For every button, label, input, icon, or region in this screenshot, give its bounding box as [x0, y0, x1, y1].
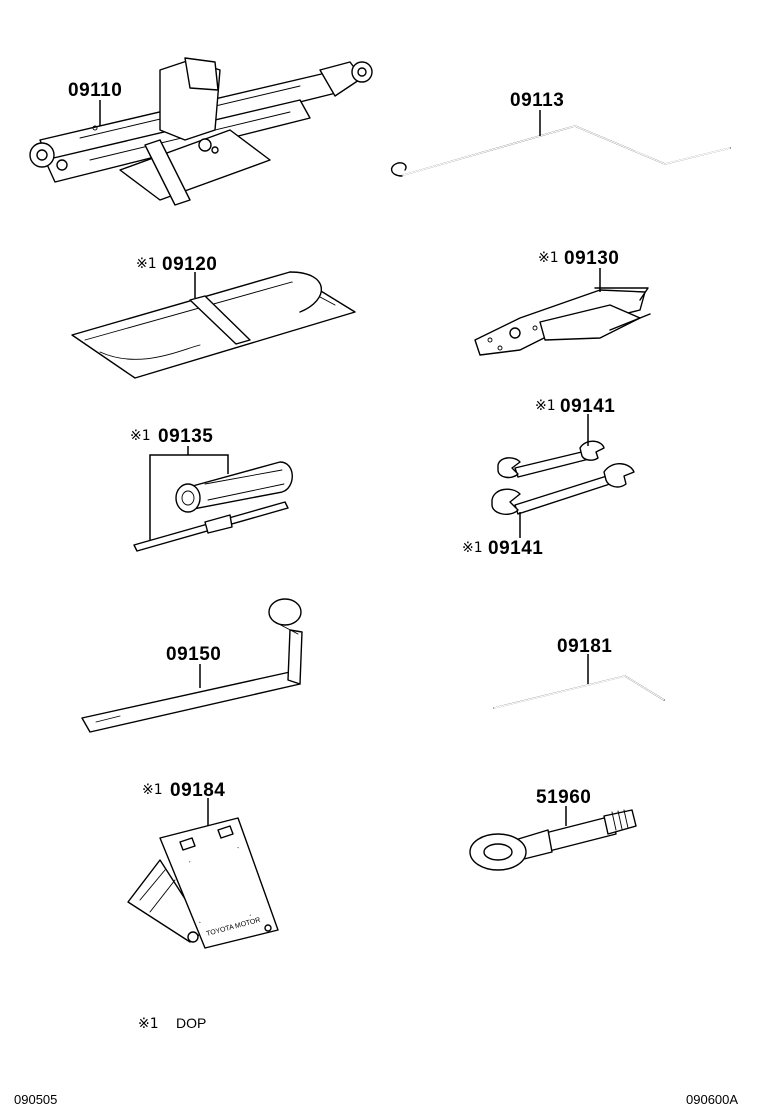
jack-illustration: [29, 57, 373, 206]
dop-mark-pliers: ※1: [538, 250, 559, 266]
footnote-text: DOP: [176, 1015, 206, 1031]
part-number-towing-eye: 51960: [536, 787, 591, 808]
part-number-wrench-upper: 09141: [560, 396, 615, 417]
screwdriver-illustration: [133, 461, 293, 552]
dop-mark-tool-bag: ※1: [136, 256, 157, 272]
footer-right-code: 090600A: [686, 1092, 738, 1107]
part-number-tool-bag: 09120: [162, 254, 217, 275]
part-number-jack: 09110: [68, 80, 122, 101]
part-number-screwdriver: 09135: [158, 426, 213, 447]
dop-mark-screwdriver: ※1: [130, 428, 151, 444]
dop-mark-wrench-lower: ※1: [462, 540, 483, 556]
part-number-hex-wrench: 09181: [557, 636, 612, 657]
pliers-illustration: [474, 287, 651, 356]
part-number-wheel-nut-wrench: 09150: [166, 644, 221, 665]
wheel-nut-wrench-illustration: [81, 598, 303, 733]
part-number-jack-handle: 09113: [510, 90, 564, 111]
tool-bag-illustration: [71, 271, 356, 379]
part-number-wrench-lower: 09141: [488, 538, 543, 559]
part-number-wheel-chock: 09184: [170, 780, 225, 801]
wheel-chock-illustration: TOYOTA MOTOR: [127, 817, 279, 949]
dop-mark-wheel-chock: ※1: [142, 782, 163, 798]
jack-handle-illustration: [391, 125, 731, 177]
leader-09135: [149, 454, 229, 540]
hex-wrench-illustration: [493, 675, 665, 709]
dop-mark-wrench-upper: ※1: [535, 398, 556, 414]
part-number-pliers: 09130: [564, 248, 619, 269]
footer-left-code: 090505: [14, 1092, 57, 1107]
towing-eye-illustration: [469, 809, 637, 871]
wrenches-illustration: [491, 440, 635, 516]
footnote-mark: ※1: [138, 1016, 159, 1032]
